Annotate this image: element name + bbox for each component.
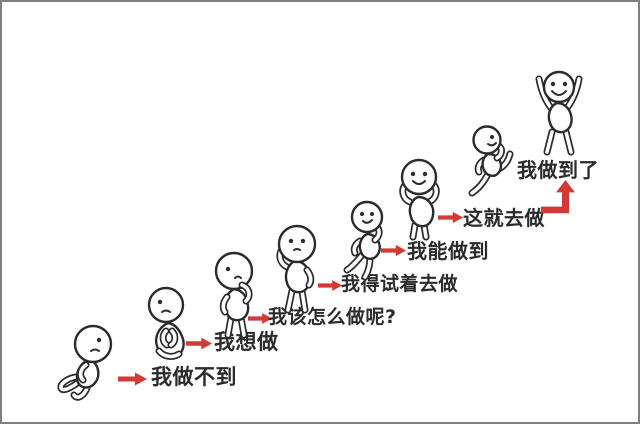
kneeling-pleading-figure	[147, 286, 185, 360]
step-label-4: 我得试着去做	[341, 273, 459, 295]
right-arrow-icon	[438, 211, 464, 224]
step-label-7: 我做到了	[517, 158, 599, 182]
leaping-kick-figure	[468, 125, 514, 197]
step-label-1: 我做不到	[151, 365, 237, 389]
head-scratching-figure	[276, 224, 317, 314]
right-arrow-icon	[118, 372, 147, 386]
step-label-6: 这就去做	[463, 206, 545, 230]
right-arrow-icon	[318, 280, 343, 291]
right-arrow-icon	[248, 313, 273, 324]
arm-raised-striding-figure	[343, 200, 384, 281]
step-label-5: 我能做到	[407, 239, 489, 263]
cheering-hands-up-figure	[399, 158, 440, 241]
celebrating-arms-up-figure	[535, 70, 583, 156]
up-elbow-arrow-icon	[541, 180, 575, 214]
right-arrow-icon	[381, 244, 407, 257]
hand-on-chin-thinking-figure	[214, 251, 254, 339]
kneeling-dejected-figure	[57, 324, 113, 401]
step-label-3: 我该怎么做呢?	[268, 306, 397, 328]
right-arrow-icon	[186, 337, 213, 350]
